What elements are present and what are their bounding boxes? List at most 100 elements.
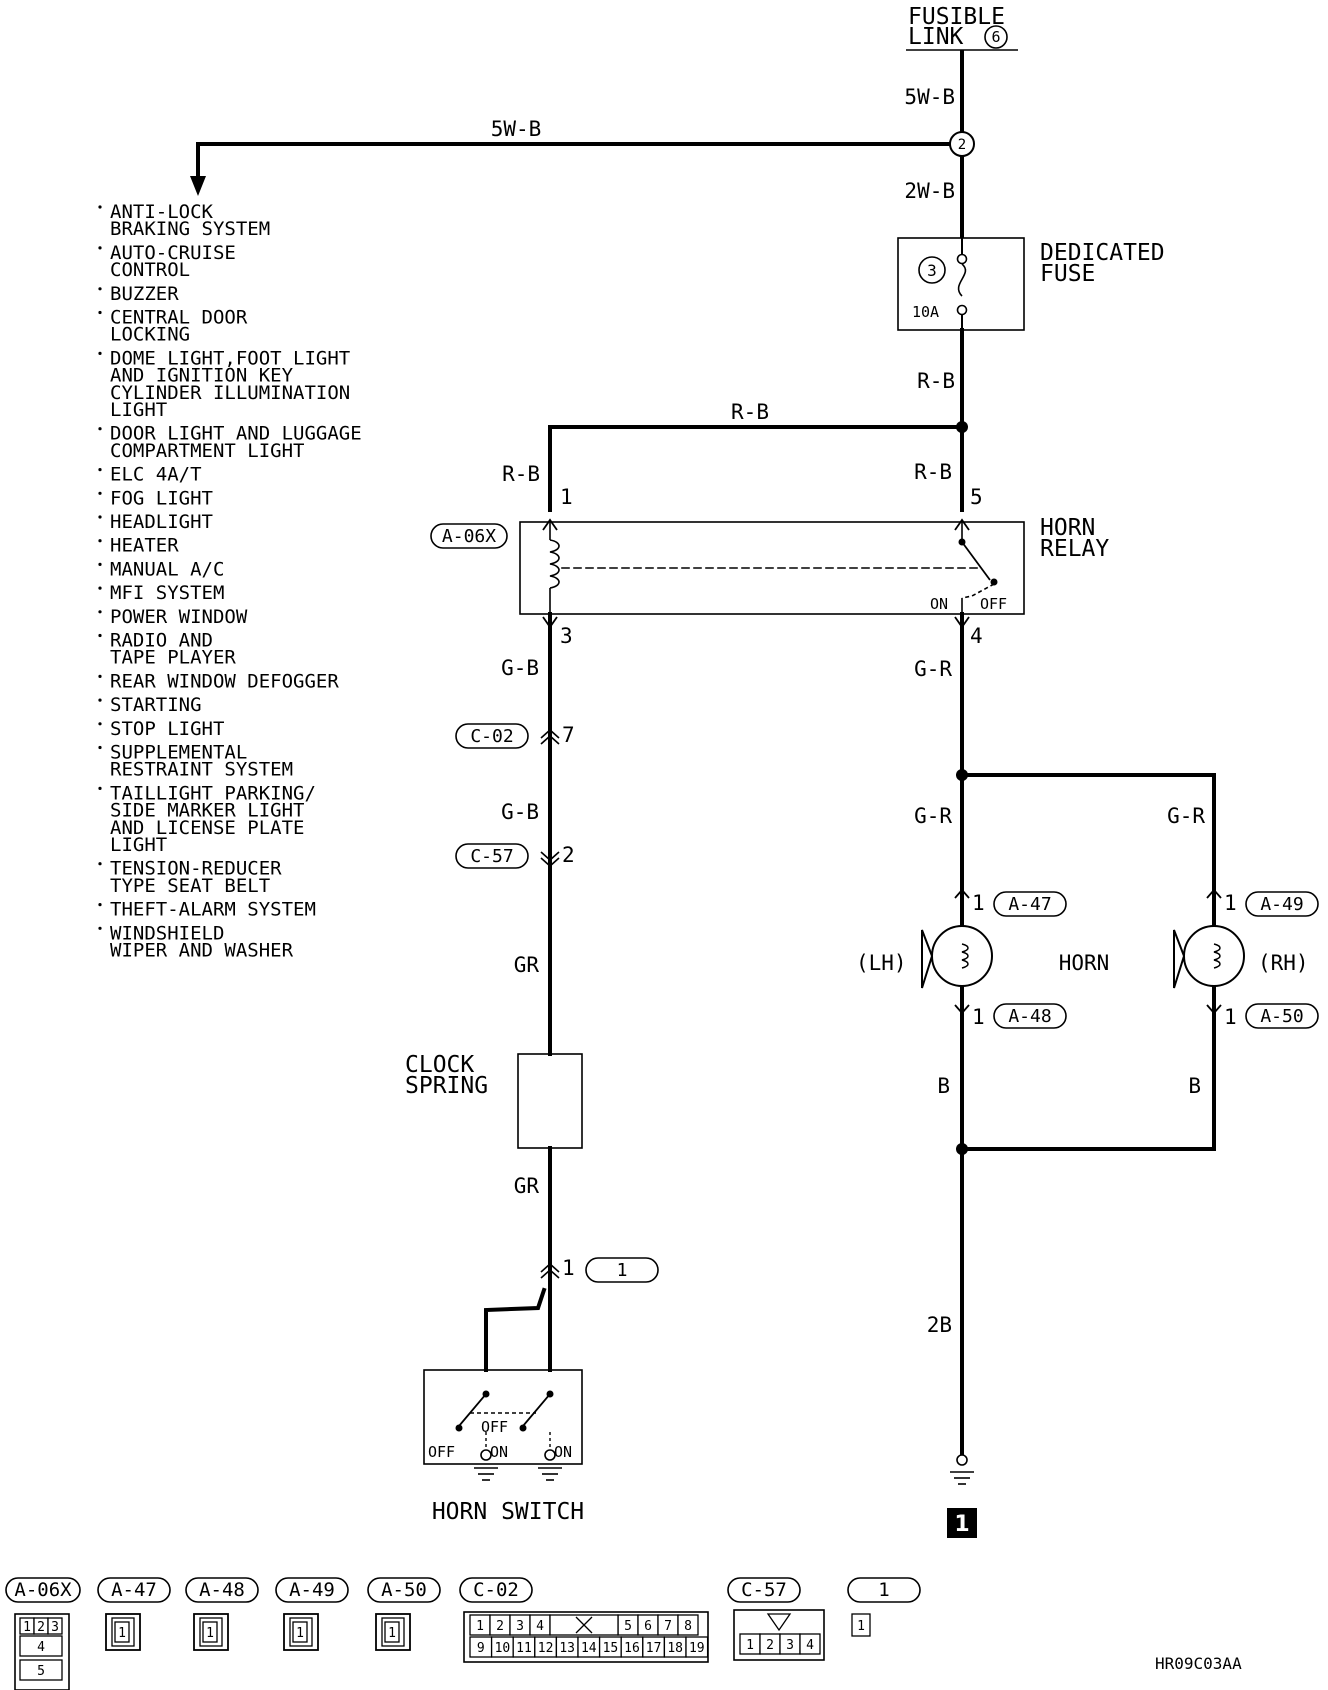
wire-label: R-B: [502, 462, 540, 486]
c02-pin: 10: [495, 1641, 511, 1656]
connector-c57: C-57 2: [455, 843, 575, 869]
system-item: ELC 4A/T: [98, 464, 202, 486]
wire-label: 2B: [927, 1313, 952, 1337]
c02-pin: 6: [644, 1619, 652, 1634]
clock-spring-box: [517, 1053, 583, 1149]
bullet-dot: [98, 862, 102, 866]
system-item: HEADLIGHT: [98, 511, 213, 533]
horn-rh-coil-icon: [1213, 943, 1221, 969]
a06x-pin: 5: [37, 1664, 45, 1679]
fuse-number-badge: [918, 256, 946, 284]
ground-terminal: [956, 1454, 968, 1466]
legend-tag-outline: [367, 1577, 441, 1603]
relay-on-label: ON: [930, 595, 948, 613]
a50-pin: 1: [388, 1626, 396, 1641]
system-item: REAR WINDOW DEFOGGER: [98, 670, 339, 692]
a06x-pin: 1: [23, 1620, 31, 1635]
legend-connector-tag: A-06X: [5, 1577, 81, 1603]
fusible-link-number: 6: [991, 28, 1000, 46]
relay-off-label: OFF: [980, 595, 1007, 613]
connector-1-chevron-icon: [540, 1262, 560, 1279]
system-item: HEATER: [98, 535, 179, 557]
bullet-dot: [98, 674, 102, 679]
system-item: STARTING: [98, 694, 202, 716]
a50-label: A-50: [1260, 1006, 1303, 1027]
c02-label: C-02: [470, 726, 513, 747]
c02-pin: 17: [646, 1641, 662, 1656]
relay-pin4-chevron-icon: [954, 616, 970, 629]
bullet-dot: [98, 698, 102, 702]
wire-label: B: [1188, 1074, 1201, 1098]
bullet-dot: [98, 246, 102, 250]
legend-connector-tag: C-57: [727, 1577, 801, 1603]
legend-tag-label: C-57: [741, 1579, 787, 1601]
wire-label: GR: [514, 1174, 540, 1198]
a06x-face: [14, 1613, 70, 1690]
a48-face-inner: [199, 1617, 223, 1647]
chassis-ground: 1: [947, 1454, 977, 1538]
wire-label: G-R: [914, 804, 952, 828]
wire-label: B: [937, 1074, 950, 1098]
system-item-label: BRAKING SYSTEM: [110, 218, 270, 240]
c57-pin: 1: [746, 1638, 754, 1653]
system-item: FOG LIGHT: [98, 487, 213, 509]
ground-number-badge: [947, 1508, 977, 1538]
system-item-label: RADIO AND: [110, 630, 213, 652]
fuse-label-line1: DEDICATED: [1040, 240, 1165, 266]
system-item-label: DOOR LIGHT AND LUGGAGE: [110, 423, 362, 445]
wire-label: G-B: [501, 656, 539, 680]
wire-label: 5W-B: [491, 117, 542, 141]
relay-pin-1: 1: [560, 485, 573, 509]
system-item-label: MFI SYSTEM: [110, 582, 224, 604]
c02-key-icon: [575, 1616, 593, 1634]
c02-pin: 13: [559, 1641, 575, 1656]
ground-icon: [950, 1471, 974, 1485]
bullet-dot: [98, 287, 102, 291]
a06x-cell: [19, 1659, 63, 1681]
junctions: [956, 421, 968, 1155]
horn-lh-pin: 1: [972, 891, 985, 915]
legend-connector-tag: A-48: [185, 1577, 259, 1603]
horn-rh-body: [1183, 925, 1245, 987]
system-item-label: ANTI-LOCK: [110, 201, 214, 223]
wire-label: 2W-B: [904, 179, 955, 203]
a50-face: [375, 1613, 411, 1651]
a49-cell: [292, 1621, 308, 1643]
wire-gr-switch-branch: [484, 1287, 547, 1372]
junction-dot: [956, 769, 968, 781]
fuse-terminal: [956, 253, 968, 265]
horn-lh-coil-icon: [961, 943, 969, 969]
legend-tag-outline: [97, 1577, 171, 1603]
system-item-label: WINDSHIELD: [110, 922, 224, 944]
c02-pin: 3: [516, 1619, 524, 1634]
c57-chevron-icon: [540, 851, 560, 868]
c02-chevron-icon: [540, 728, 560, 745]
c57-face: [733, 1609, 825, 1661]
system-item-label: STARTING: [110, 694, 202, 716]
horn-lh-pin: 1: [972, 1005, 985, 1029]
fuse-element-icon: [957, 263, 967, 297]
switch-arm: [522, 1393, 551, 1427]
bullet-dot: [98, 786, 102, 791]
legend-connector-tag: C-02: [459, 1577, 533, 1603]
system-item-label: ELC 4A/T: [110, 464, 202, 486]
system-item-label: AUTO-CRUISE: [110, 242, 236, 264]
wire-label: G-B: [501, 800, 539, 824]
fuse-terminal: [956, 304, 968, 316]
a47-face: [105, 1613, 141, 1651]
system-item-label: AND IGNITION KEY: [110, 365, 294, 387]
system-item-label: TENSION-REDUCER: [110, 858, 282, 880]
bullet-dot: [98, 468, 102, 472]
legend-tag-label: 1: [878, 1579, 889, 1601]
system-item: STOP LIGHT: [98, 718, 224, 740]
bullet-dot: [98, 745, 102, 750]
c02-pin: 4: [536, 1619, 544, 1634]
a47-pin: 1: [118, 1626, 126, 1641]
system-item: POWER WINDOW: [98, 606, 248, 628]
c02-pin: 5: [624, 1619, 632, 1634]
system-item-label: LIGHT: [110, 399, 167, 421]
